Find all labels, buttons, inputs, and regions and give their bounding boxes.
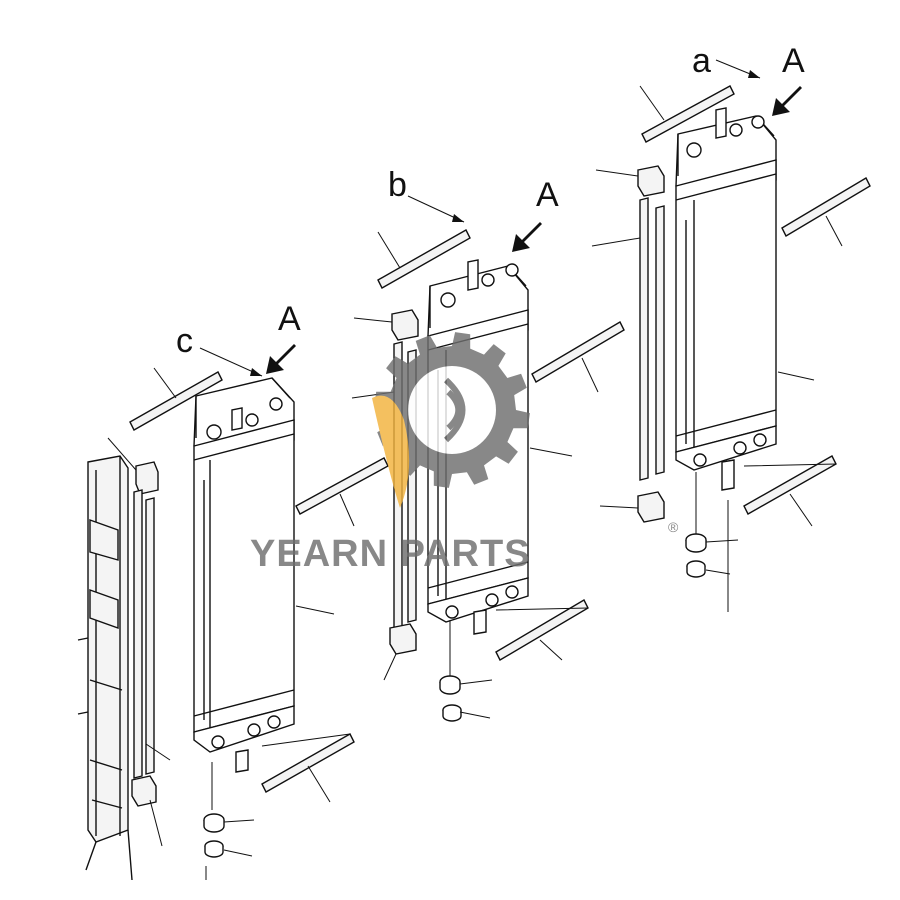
middle-bottom-block bbox=[383, 623, 417, 681]
left-radiator-assembly bbox=[77, 367, 389, 881]
arrow-a-middle bbox=[512, 222, 542, 252]
logo-accent-icon bbox=[372, 395, 410, 508]
arrow-a-top bbox=[772, 86, 802, 116]
left-side-frame bbox=[77, 455, 133, 881]
label-a-top: A bbox=[782, 42, 805, 80]
right-seal-strips bbox=[591, 197, 665, 481]
label-c: c bbox=[176, 322, 193, 360]
gear-wave-icon bbox=[443, 377, 466, 443]
callout-labels: A c A b A a bbox=[176, 42, 805, 360]
watermark-brand-text: YEARN PARTS bbox=[250, 533, 531, 575]
middle-top-bar bbox=[377, 229, 471, 289]
registered-mark: ® bbox=[668, 519, 679, 535]
left-middle-bar bbox=[295, 457, 389, 527]
gear-wave-icon bbox=[446, 389, 462, 431]
left-bottom-block bbox=[131, 775, 163, 847]
callout-arrows bbox=[199, 59, 802, 377]
gear-logo-icon bbox=[374, 332, 530, 488]
middle-mid-bar bbox=[531, 321, 625, 393]
right-top-bar bbox=[639, 85, 735, 143]
left-bottom-bar bbox=[261, 733, 355, 803]
middle-bottom-bar bbox=[495, 599, 589, 661]
right-mid-bar bbox=[781, 177, 871, 247]
label-a-left: A bbox=[278, 300, 301, 338]
left-top-block bbox=[107, 437, 159, 495]
right-radiator-assembly bbox=[591, 85, 871, 612]
right-bushings bbox=[685, 472, 739, 612]
middle-bushings bbox=[439, 620, 493, 722]
left-top-bar bbox=[129, 367, 223, 431]
label-a-middle: A bbox=[536, 176, 559, 214]
arrow-a-left bbox=[266, 344, 296, 374]
gear-hole-icon bbox=[408, 366, 496, 454]
label-b: b bbox=[388, 166, 407, 204]
middle-top-block bbox=[353, 309, 419, 341]
right-bottom-block bbox=[599, 491, 665, 523]
right-top-block bbox=[595, 165, 665, 197]
left-radiator-core bbox=[193, 377, 335, 773]
left-seal-strips bbox=[133, 489, 171, 779]
left-bushings bbox=[203, 762, 255, 880]
label-a-letter: a bbox=[692, 42, 711, 80]
right-radiator-core bbox=[675, 107, 815, 491]
right-bottom-bar bbox=[743, 455, 837, 527]
watermark: YEARN PARTS ® bbox=[250, 332, 679, 575]
